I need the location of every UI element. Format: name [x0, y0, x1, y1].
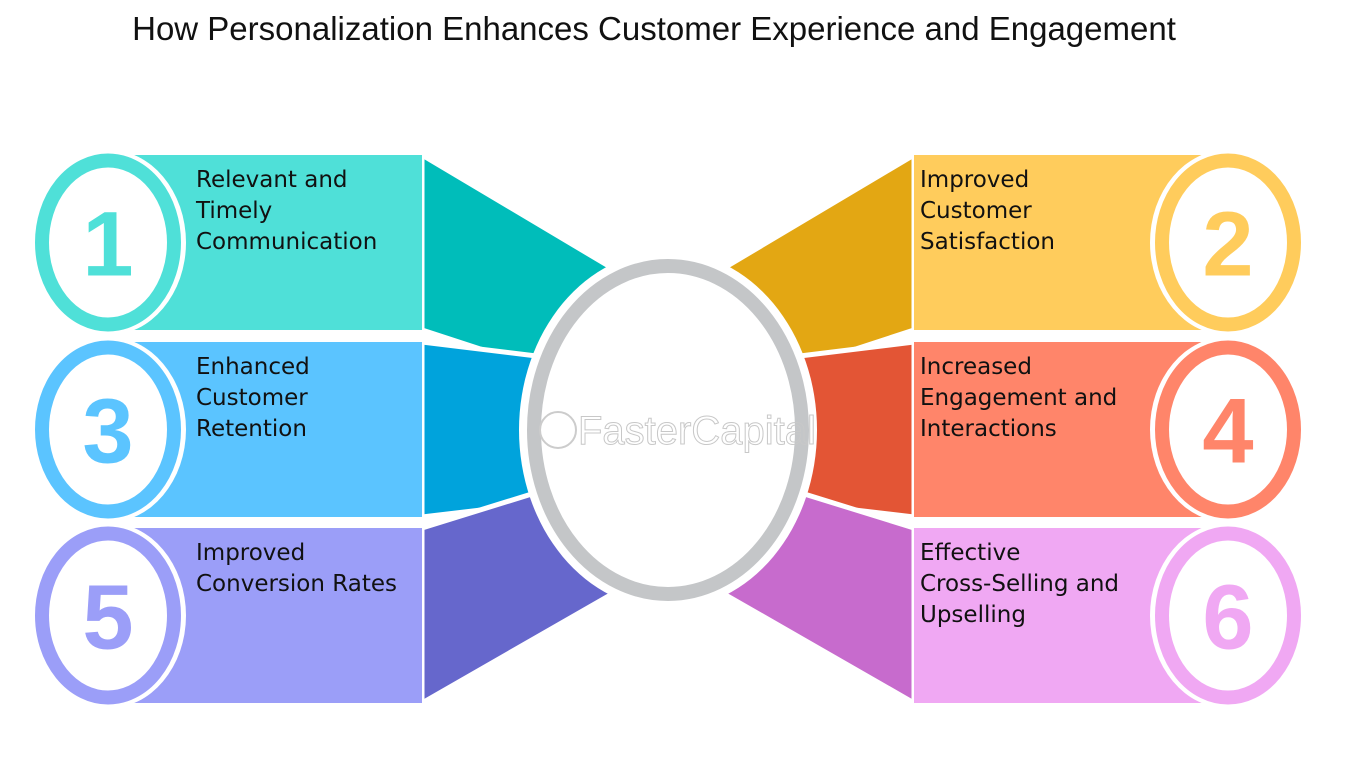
- item-number: 3: [82, 381, 133, 483]
- item-number: 5: [82, 567, 133, 669]
- item-label-line: Retention: [196, 416, 307, 442]
- item-label-line: Satisfaction: [920, 229, 1055, 255]
- page-title: How Personalization Enhances Customer Ex…: [132, 10, 1176, 47]
- watermark-text: FasterCapital: [578, 409, 816, 453]
- number-badge: [35, 153, 181, 332]
- item-label-line: Communication: [196, 229, 378, 255]
- item-label-line: Cross-Selling and: [920, 571, 1120, 597]
- item-label-line: Effective: [920, 540, 1021, 566]
- number-badge: [1155, 340, 1301, 519]
- number-badge: [1155, 153, 1301, 332]
- item-label-line: Enhanced: [196, 354, 310, 380]
- number-badge: [1155, 526, 1301, 705]
- item-number: 1: [82, 194, 133, 296]
- item-label-line: Relevant and: [196, 167, 348, 193]
- item-2: [664, 149, 1306, 415]
- item-label-line: Interactions: [920, 416, 1057, 442]
- item-label-line: Timely: [196, 198, 273, 224]
- item-label-line: Increased: [920, 354, 1032, 380]
- item-label-line: Improved: [196, 540, 306, 566]
- item-label-line: Customer: [920, 198, 1032, 224]
- item-number: 2: [1202, 194, 1253, 296]
- item-label-line: Customer: [196, 385, 308, 411]
- item-label-line: Conversion Rates: [196, 571, 397, 597]
- item-label-line: Improved: [920, 167, 1030, 193]
- item-number: 6: [1202, 567, 1253, 669]
- number-badge: [35, 526, 181, 705]
- number-badge: [35, 340, 181, 519]
- center-ring: [527, 259, 809, 601]
- watermark-logo: FasterCapital: [539, 409, 816, 454]
- item-label-line: Engagement and: [920, 385, 1118, 411]
- gear-icon: [539, 411, 577, 449]
- item-label-line: Upselling: [920, 602, 1026, 628]
- item-number: 4: [1202, 381, 1253, 483]
